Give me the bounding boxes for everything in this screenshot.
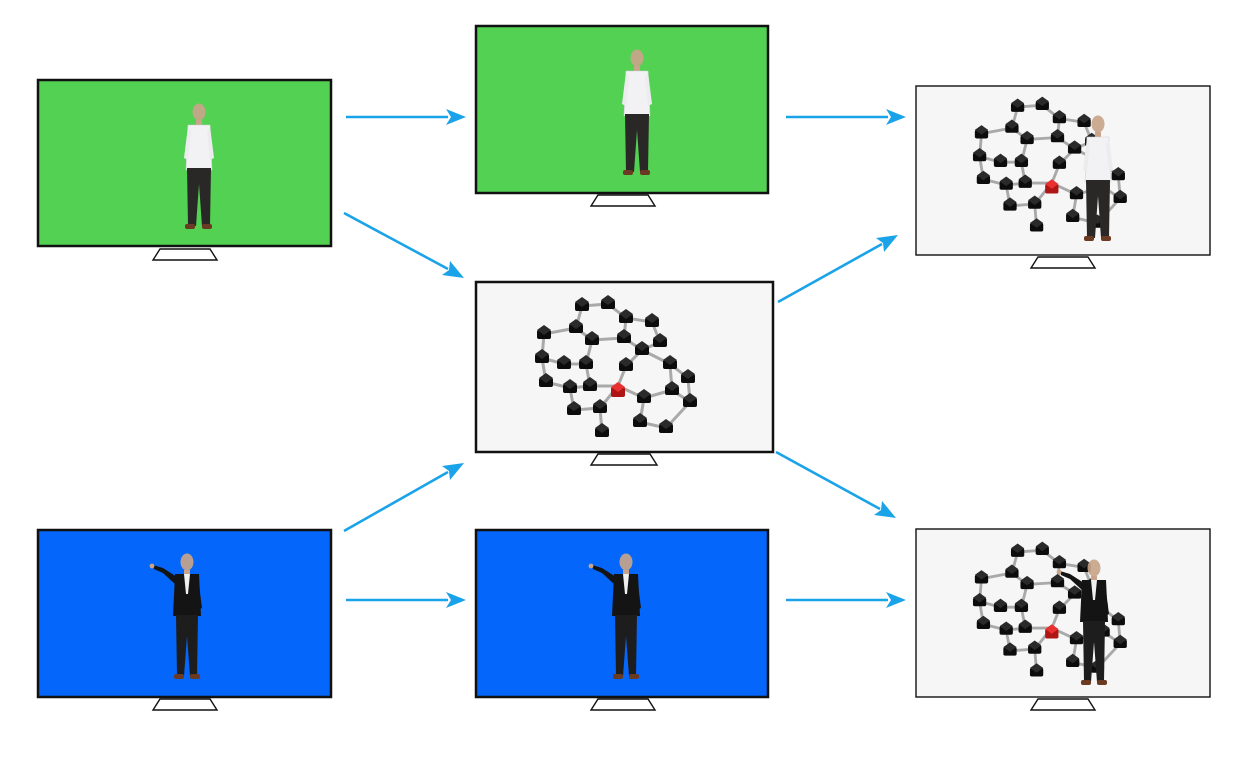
arrow-blue-keyed-to-composite-bottom xyxy=(786,592,906,608)
screen-green-source xyxy=(36,78,333,248)
arrow-right-icon xyxy=(446,109,466,125)
arrow-blue-source-to-molecule-background xyxy=(343,463,464,533)
tv-stand-icon xyxy=(589,453,659,466)
tv-stand-icon xyxy=(151,248,219,261)
tv-blue-keyed xyxy=(474,528,770,711)
arrow-right-icon xyxy=(876,235,898,252)
arrow-right-icon xyxy=(886,592,906,608)
arrow-green-keyed-to-composite-top xyxy=(786,109,906,125)
tv-molecule-background xyxy=(474,280,775,466)
tv-composite-bottom xyxy=(915,528,1211,711)
tv-stand-icon xyxy=(589,194,657,207)
tv-stand-icon xyxy=(1029,698,1097,711)
arrow-molecule-background-to-composite-bottom xyxy=(775,450,896,518)
tv-green-source xyxy=(36,78,333,261)
arrow-right-icon xyxy=(874,501,896,518)
tv-blue-source xyxy=(36,528,333,711)
screen-composite-top xyxy=(915,85,1211,256)
arrow-right-icon xyxy=(446,592,466,608)
arrow-molecule-background-to-composite-top xyxy=(777,235,898,304)
arrow-right-icon xyxy=(442,463,464,480)
tv-green-keyed xyxy=(474,24,770,207)
arrow-green-source-to-green-keyed xyxy=(346,109,466,125)
tv-composite-top xyxy=(915,85,1211,269)
tv-stand-icon xyxy=(1029,256,1097,269)
tv-stand-icon xyxy=(151,698,219,711)
arrow-right-icon xyxy=(886,109,906,125)
tv-stand-icon xyxy=(589,698,657,711)
screen-green-keyed xyxy=(474,24,770,195)
arrow-right-icon xyxy=(442,261,464,278)
arrow-green-source-to-molecule-background xyxy=(343,211,464,278)
arrow-blue-source-to-blue-keyed xyxy=(346,592,466,608)
